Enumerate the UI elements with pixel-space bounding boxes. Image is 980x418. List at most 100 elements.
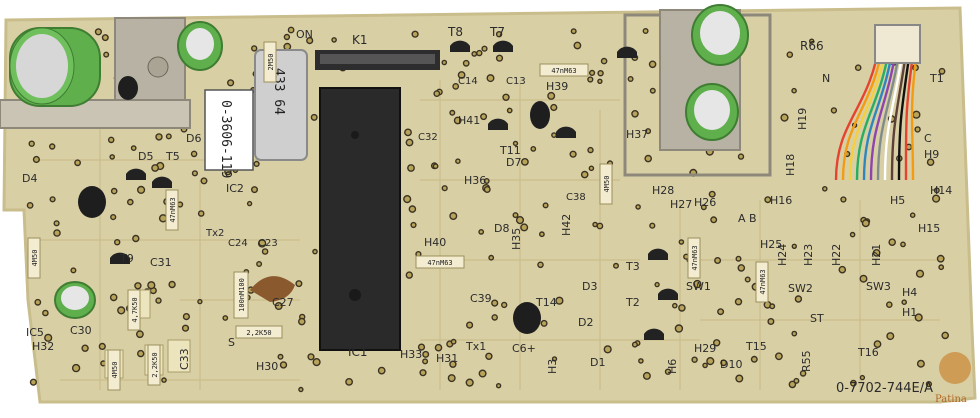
via-hole xyxy=(466,321,474,329)
capacitor-large-left xyxy=(9,27,101,107)
via-hole xyxy=(447,374,456,383)
via-hole xyxy=(132,234,140,243)
via-hole xyxy=(769,303,776,310)
via-hole xyxy=(750,355,758,363)
via-hole xyxy=(422,358,429,365)
label-sw2: SW2 xyxy=(788,282,813,295)
via-hole xyxy=(261,248,269,255)
via-hole xyxy=(859,274,868,283)
label-h15: H15 xyxy=(918,222,940,235)
via-hole xyxy=(312,358,321,367)
via-hole xyxy=(915,269,925,278)
via-hole xyxy=(432,163,439,170)
via-hole xyxy=(791,243,797,250)
label-c27: C27 xyxy=(272,296,294,309)
via-hole xyxy=(914,313,923,322)
via-hole xyxy=(872,248,881,257)
via-hole xyxy=(654,281,660,288)
via-hole xyxy=(539,231,545,238)
via-hole xyxy=(809,38,815,44)
via-hole xyxy=(720,359,727,367)
label-h21: H21 xyxy=(870,244,883,266)
via-hole xyxy=(627,75,634,82)
via-hole xyxy=(345,377,353,386)
via-hole xyxy=(691,356,698,363)
label-h4: H4 xyxy=(902,286,917,299)
label-t5: T5 xyxy=(165,150,180,163)
via-hole xyxy=(377,366,386,375)
via-hole xyxy=(642,28,649,35)
via-hole xyxy=(453,116,462,125)
connector-k1 xyxy=(315,50,440,70)
resistor-marking: 4M50 xyxy=(603,176,611,193)
via-hole xyxy=(644,154,653,163)
label-h40: H40 xyxy=(424,236,446,249)
transistor xyxy=(152,176,172,188)
via-hole xyxy=(411,30,419,38)
label-h19: H19 xyxy=(796,108,809,130)
capacitor-black-left xyxy=(78,186,106,218)
crystal-oscillator: 433 64 xyxy=(254,49,308,161)
via-hole xyxy=(551,132,557,139)
label-c30: C30 xyxy=(70,324,92,337)
label-h28: H28 xyxy=(652,184,674,197)
label-h35: H35 xyxy=(510,228,523,250)
label-sw3: SW3 xyxy=(866,280,891,293)
resistor xyxy=(687,237,701,279)
via-hole xyxy=(791,87,797,94)
via-hole xyxy=(512,212,519,219)
via-hole xyxy=(794,295,803,303)
resistor-marking: 4,7K50 xyxy=(131,297,139,322)
transistor xyxy=(648,248,668,260)
via-hole xyxy=(147,281,156,290)
via-hole xyxy=(452,83,460,90)
via-hole xyxy=(555,296,564,305)
label-h29: H29 xyxy=(694,342,716,355)
resistor-marking: 47nM63 xyxy=(169,197,177,222)
via-hole xyxy=(900,241,906,248)
label-c14: C14 xyxy=(458,76,478,87)
via-hole xyxy=(767,318,775,326)
via-hole xyxy=(495,383,502,389)
via-hole xyxy=(495,31,503,38)
via-hole xyxy=(250,186,258,194)
label-c23: C23 xyxy=(258,238,278,249)
via-hole xyxy=(648,60,657,69)
via-hole xyxy=(483,185,491,193)
via-hole xyxy=(151,164,160,172)
label-t16: T16 xyxy=(857,346,879,359)
via-hole xyxy=(135,330,144,339)
via-hole xyxy=(81,344,89,352)
via-hole xyxy=(277,353,284,360)
via-hole xyxy=(580,170,589,179)
label-d2: D2 xyxy=(578,316,593,329)
via-hole xyxy=(587,76,594,83)
via-hole xyxy=(931,194,941,203)
label-d8: D8 xyxy=(494,222,509,235)
via-hole xyxy=(786,51,794,59)
via-hole xyxy=(297,317,306,326)
label-d10: D10 xyxy=(720,358,742,371)
left-heatsink xyxy=(0,17,191,129)
capacitor-green-right-bottom xyxy=(685,83,739,141)
via-hole xyxy=(161,377,167,383)
via-hole xyxy=(488,254,495,261)
label-t9: T9 xyxy=(119,252,134,265)
via-hole xyxy=(873,340,882,348)
via-hole xyxy=(674,324,684,333)
transistors xyxy=(110,40,678,340)
label-r55: R55 xyxy=(800,350,813,372)
label-tx2: Tx2 xyxy=(205,228,224,239)
via-hole xyxy=(130,145,137,152)
resistor-marking: 4M50 xyxy=(111,362,119,379)
label-h42: H42 xyxy=(560,214,573,236)
via-hole xyxy=(521,157,529,166)
silkscreen-labels: ON K1 T8 T7 R66 D6 D5 T5 D4 IC2 Tx2 C24 … xyxy=(22,25,952,396)
via-hole xyxy=(788,380,797,389)
via-hole xyxy=(916,359,925,368)
via-hole xyxy=(137,185,146,195)
transistor xyxy=(658,288,678,300)
label-ic2: IC2 xyxy=(226,182,244,195)
via-hole xyxy=(775,352,783,361)
label-h1: H1 xyxy=(902,306,917,319)
